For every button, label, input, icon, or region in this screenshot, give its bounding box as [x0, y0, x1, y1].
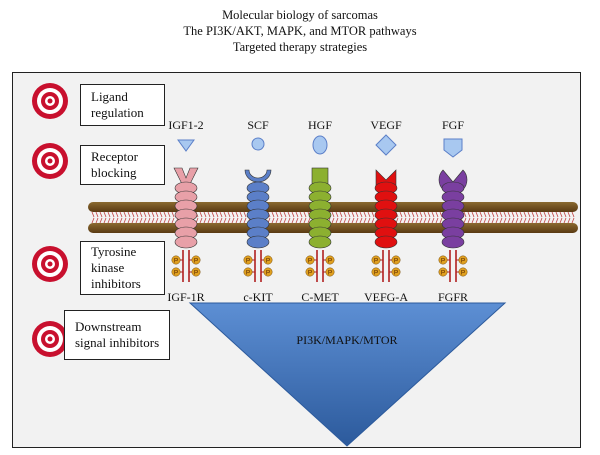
receptor-label-vegfa: VEFG-A: [364, 290, 408, 304]
svg-text:P: P: [374, 258, 378, 265]
svg-text:P: P: [246, 258, 250, 265]
ligand-scf-shape: [251, 137, 265, 151]
ligand-hgf-shape: [312, 135, 328, 155]
ligand-label-hgf: HGF: [307, 118, 332, 132]
strategy-ligand-regulation: Ligand regulation: [80, 84, 165, 126]
svg-text:P: P: [246, 270, 250, 277]
pathway-label: PI3K/MAPK/MTOR: [296, 333, 397, 347]
receptor-label-fgfr: FGFR: [437, 290, 469, 304]
svg-text:P: P: [394, 258, 398, 265]
svg-text:P: P: [328, 270, 332, 277]
strategy-line: Downstream: [75, 319, 142, 334]
target-icon: [31, 320, 69, 358]
ligand-label-igf: IGF1-2: [168, 118, 204, 132]
target-icon: [31, 82, 69, 120]
strategy-line: inhibitors: [91, 276, 141, 291]
phosphate-group: P: [456, 267, 468, 277]
phosphate-group: P: [438, 255, 450, 265]
strategy-line: Tyrosine: [91, 244, 137, 259]
strategy-line: regulation: [91, 105, 144, 120]
svg-text:P: P: [266, 270, 270, 277]
ligand-vegf-shape: [375, 134, 397, 156]
ligand-fgf-shape: [443, 138, 463, 158]
phosphate-group: P: [171, 255, 183, 265]
svg-text:P: P: [308, 258, 312, 265]
phosphate-group: P: [389, 255, 401, 265]
target-icon: [31, 142, 69, 180]
strategy-downstream-signal-inhibitors: Downstream signal inhibitors: [64, 310, 170, 360]
svg-text:P: P: [441, 258, 445, 265]
svg-text:P: P: [174, 270, 178, 277]
ligand-label-scf: SCF: [247, 118, 269, 132]
svg-text:P: P: [174, 258, 178, 265]
title-line-1: Molecular biology of sarcomas: [222, 8, 378, 22]
phosphate-group: P: [261, 255, 273, 265]
phosphate-group: P: [323, 255, 335, 265]
phosphate-group: P: [261, 267, 273, 277]
strategy-line: Receptor: [91, 149, 138, 164]
phosphate-group: P: [305, 255, 317, 265]
receptor-label-ckit: c-KIT: [243, 290, 273, 304]
svg-text:P: P: [194, 258, 198, 265]
ligand-label-fgf: FGF: [441, 118, 464, 132]
phosphate-group: P: [171, 267, 183, 277]
phosphate-group: P: [371, 255, 383, 265]
svg-text:P: P: [394, 270, 398, 277]
svg-text:P: P: [461, 258, 465, 265]
svg-text:P: P: [328, 258, 332, 265]
svg-text:P: P: [461, 270, 465, 277]
downstream-triangle: [188, 302, 507, 447]
phosphate-group: P: [371, 267, 383, 277]
cell-membrane: [88, 202, 578, 233]
strategy-line: Ligand: [91, 89, 128, 104]
phosphate-group: P: [243, 255, 255, 265]
phosphate-group: P: [438, 267, 450, 277]
strategy-line: blocking: [91, 165, 137, 180]
strategy-line: kinase: [91, 260, 125, 275]
phosphate-group: P: [305, 267, 317, 277]
ligand-igf-shape: [177, 139, 195, 152]
svg-text:P: P: [374, 270, 378, 277]
target-icon: [31, 245, 69, 283]
svg-text:P: P: [441, 270, 445, 277]
strategy-line: signal inhibitors: [75, 335, 160, 350]
phosphate-group: P: [323, 267, 335, 277]
svg-text:P: P: [308, 270, 312, 277]
strategy-tyrosine-kinase-inhibitors: Tyrosine kinase inhibitors: [80, 241, 165, 295]
receptor-label-igf1r: IGF-1R: [167, 290, 205, 304]
receptor-label-cmet: C-MET: [301, 290, 339, 304]
ligand-label-vegf: VEGF: [370, 118, 402, 132]
title-line-2: The PI3K/AKT, MAPK, and MTOR pathways: [183, 24, 417, 38]
phosphate-group: P: [243, 267, 255, 277]
phosphate-group: P: [456, 255, 468, 265]
phosphate-group: P: [389, 267, 401, 277]
phosphate-group: P: [189, 267, 201, 277]
svg-text:P: P: [266, 258, 270, 265]
title-line-3: Targeted therapy strategies: [232, 40, 368, 54]
phosphate-group: P: [189, 255, 201, 265]
svg-text:P: P: [194, 270, 198, 277]
strategy-receptor-blocking: Receptor blocking: [80, 145, 165, 185]
